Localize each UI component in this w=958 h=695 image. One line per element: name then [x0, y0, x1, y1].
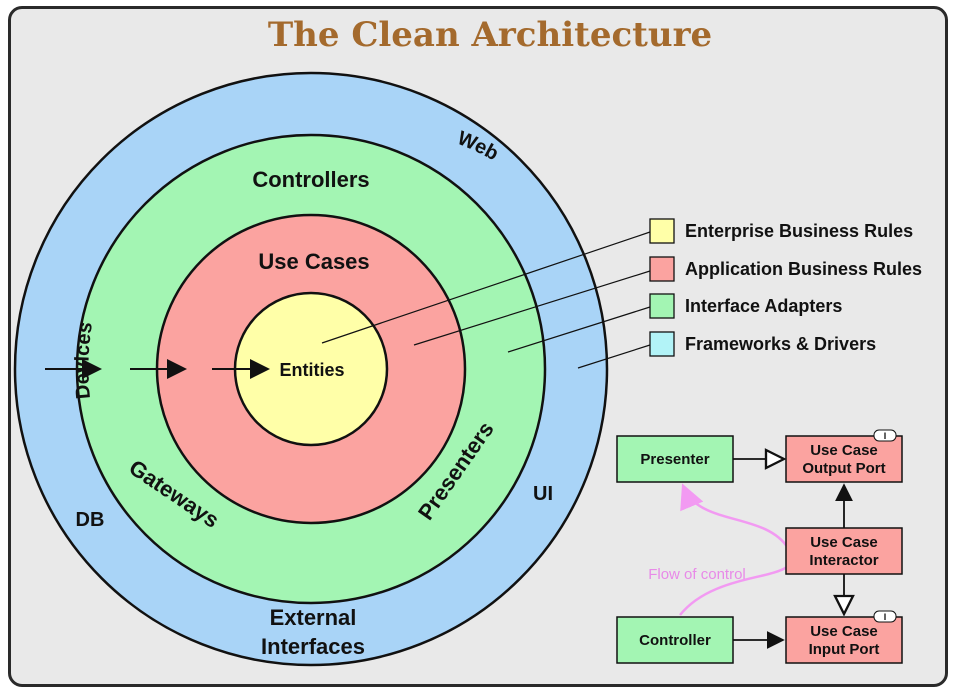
legend-label-adapters: Interface Adapters [685, 296, 842, 316]
legend-swatch-application [649, 256, 675, 282]
legend-swatch-adapters [649, 293, 675, 319]
legend-label-application: Application Business Rules [685, 259, 922, 279]
use-cases-label: Use Cases [258, 249, 369, 274]
output-port-box [785, 435, 903, 483]
legend-leader-use-cases [413, 270, 651, 346]
legend-swatch-enterprise [649, 218, 675, 244]
input-port-label-line-2: Input Port [809, 641, 880, 658]
controller-box-label: Controller [639, 632, 711, 649]
input-port-interface-marker: I [884, 612, 887, 622]
presenter-box-label: Presenter [640, 451, 709, 468]
output-port-interface-marker: I [884, 431, 887, 441]
diagram-title: The Clean Architecture [268, 15, 712, 55]
interactor-label-line-2: Interactor [809, 552, 878, 569]
legend: Enterprise Business Rules Application Bu… [649, 218, 922, 357]
external-label-line-2: Interfaces [261, 634, 365, 659]
legend-leader-frameworks [577, 344, 651, 369]
entities-label: Entities [279, 360, 344, 380]
external-label-line-1: External [270, 605, 357, 630]
input-port-box [785, 616, 903, 664]
input-port-label-line-1: Use Case [810, 623, 878, 640]
controllers-label: Controllers [252, 167, 369, 192]
interactor-box [785, 527, 903, 575]
db-label: DB [76, 509, 105, 531]
legend-swatch-frameworks [649, 331, 675, 357]
flow-of-control-label: Flow of control [648, 566, 746, 583]
legend-label-enterprise: Enterprise Business Rules [685, 221, 913, 241]
flow-of-control-diagram: Flow of control Presenter Use Case Outpu… [616, 429, 903, 664]
interactor-label-line-1: Use Case [810, 534, 878, 551]
legend-label-frameworks: Frameworks & Drivers [685, 334, 876, 354]
output-port-interface-badge [873, 429, 897, 442]
legend-leader-adapters [507, 306, 651, 353]
output-port-label-line-1: Use Case [810, 442, 878, 459]
ui-label: UI [533, 483, 553, 505]
controller-box [616, 616, 734, 664]
output-port-label-line-2: Output Port [802, 460, 885, 477]
input-port-interface-badge [873, 610, 897, 623]
legend-leader-entities [321, 231, 651, 344]
flow-of-control-curve [679, 483, 794, 616]
